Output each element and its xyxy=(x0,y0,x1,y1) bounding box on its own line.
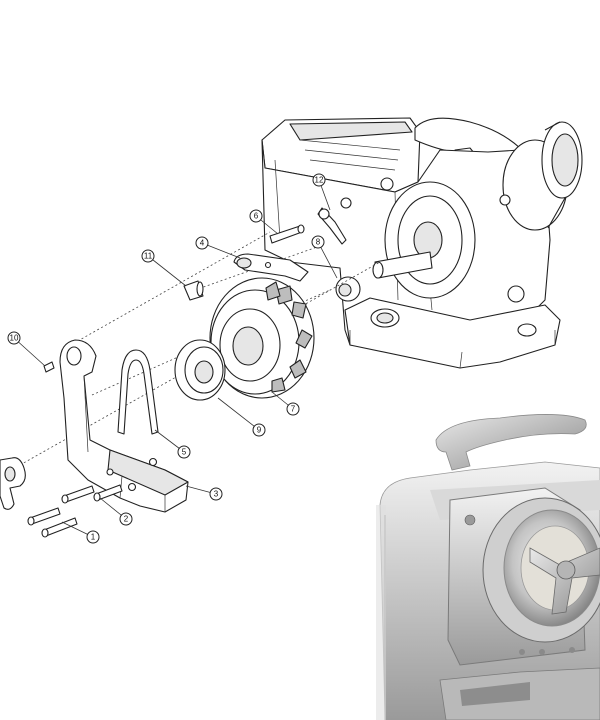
callout-7-label: 7 xyxy=(291,405,296,414)
callout-10: 10 xyxy=(7,331,21,345)
callout-4: 4 xyxy=(195,236,209,250)
callout-2-label: 2 xyxy=(124,515,129,524)
part-pawl-4 xyxy=(233,253,309,282)
part-u-clip-5 xyxy=(117,349,159,435)
part-wing-knob xyxy=(0,457,26,510)
inset-product-render xyxy=(376,405,600,720)
callout-10-label: 10 xyxy=(10,334,19,343)
callout-3: 3 xyxy=(209,487,223,501)
callout-11-label: 11 xyxy=(144,252,153,261)
callout-6: 6 xyxy=(249,209,263,223)
callout-1: 1 xyxy=(86,530,100,544)
callout-1-label: 1 xyxy=(91,533,96,542)
part-pin-6 xyxy=(269,224,305,244)
part-washer-9 xyxy=(174,339,226,401)
part-bolts-1 xyxy=(27,507,78,538)
callout-9: 9 xyxy=(252,423,266,437)
callout-5: 5 xyxy=(177,445,191,459)
callout-11: 11 xyxy=(141,249,155,263)
callout-3-label: 3 xyxy=(214,490,219,499)
part-bracket-3 xyxy=(59,339,189,513)
callout-7: 7 xyxy=(286,402,300,416)
part-pin-11 xyxy=(183,280,204,301)
callout-12: 12 xyxy=(312,173,326,187)
callout-5-label: 5 xyxy=(182,448,187,457)
callout-12-label: 12 xyxy=(315,176,324,185)
winch-housing xyxy=(261,117,583,369)
part-bolts-2 xyxy=(61,484,123,504)
callout-2: 2 xyxy=(119,512,133,526)
part-screw-10 xyxy=(43,361,55,373)
part-ratchet-wheel-7 xyxy=(209,277,315,399)
callout-4-label: 4 xyxy=(200,239,205,248)
callout-8: 8 xyxy=(311,235,325,249)
callout-8-label: 8 xyxy=(316,238,321,247)
callout-6-label: 6 xyxy=(254,212,259,221)
callout-9-label: 9 xyxy=(257,426,262,435)
